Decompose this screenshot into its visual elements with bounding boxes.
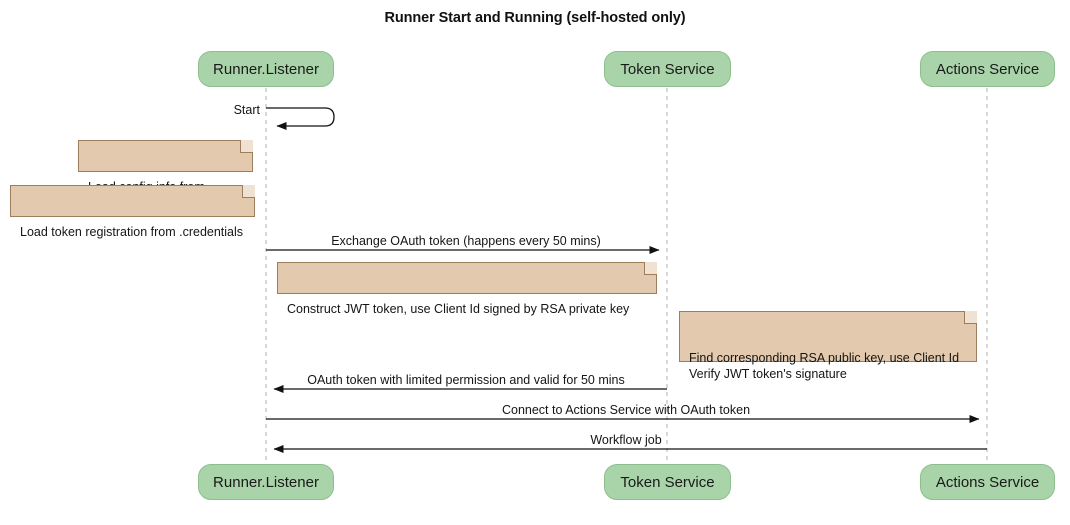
note-construct-jwt: Construct JWT token, use Client Id signe…: [277, 262, 657, 316]
participant-actions-top-label: Actions Service: [935, 61, 1040, 78]
note-fold-icon: [644, 262, 657, 275]
message-label-exchange-text: Exchange OAuth token (happens every 50 m…: [331, 234, 601, 248]
participant-token-bottom-label: Token Service: [620, 474, 715, 491]
message-label-start-text: Start: [233, 103, 260, 117]
page-title: Runner Start and Running (self-hosted on…: [384, 10, 686, 26]
participant-token-top[interactable]: Token Service: [604, 51, 731, 87]
message-label-oauth-return-text: OAuth token with limited permission and …: [307, 373, 625, 387]
participant-actions-bottom-label: Actions Service: [935, 474, 1040, 491]
participant-runner-top-label: Runner.Listener: [213, 61, 319, 78]
message-arrow-start: [266, 107, 335, 130]
participant-runner-bottom-label: Runner.Listener: [213, 474, 319, 491]
message-label-oauth-return: OAuth token with limited permission and …: [266, 373, 666, 387]
message-label-workflow-text: Workflow job: [590, 433, 662, 447]
note-load-config: Load config info from .runner: [78, 140, 253, 210]
message-label-connect-text: Connect to Actions Service with OAuth to…: [501, 403, 751, 417]
note-fold-icon: [964, 311, 977, 324]
participant-runner-top[interactable]: Runner.Listener: [198, 51, 334, 87]
note-load-credentials: Load token registration from .credential…: [10, 185, 255, 239]
note-construct-jwt-text: Construct JWT token, use Client Id signe…: [287, 302, 630, 316]
message-label-start: Start: [166, 103, 260, 117]
participant-actions-top[interactable]: Actions Service: [920, 51, 1055, 87]
note-verify-signature: Find corresponding RSA public key, use C…: [679, 311, 977, 381]
message-label-workflow: Workflow job: [266, 433, 986, 447]
note-fold-icon: [242, 185, 255, 198]
note-verify-signature-text: Find corresponding RSA public key, use C…: [689, 351, 960, 381]
note-load-credentials-text: Load token registration from .credential…: [20, 225, 244, 239]
participant-actions-bottom[interactable]: Actions Service: [920, 464, 1055, 500]
participant-runner-bottom[interactable]: Runner.Listener: [198, 464, 334, 500]
message-label-connect: Connect to Actions Service with OAuth to…: [266, 403, 986, 417]
message-label-exchange: Exchange OAuth token (happens every 50 m…: [266, 234, 666, 248]
participant-token-top-label: Token Service: [620, 61, 715, 78]
note-fold-icon: [240, 140, 253, 153]
participant-token-bottom[interactable]: Token Service: [604, 464, 731, 500]
